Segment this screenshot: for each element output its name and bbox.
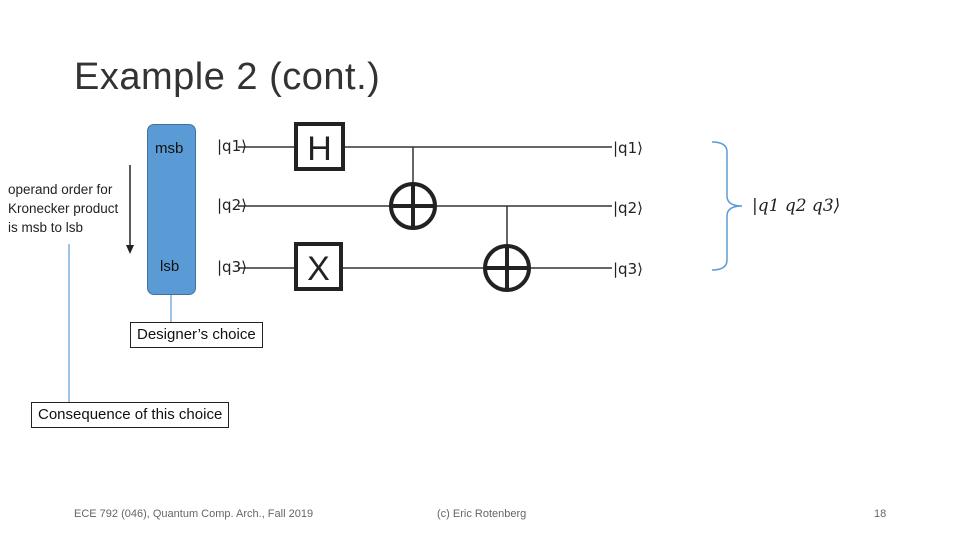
- designer-choice-callout: Designer’s choice: [130, 322, 263, 348]
- footer-course: ECE 792 (046), Quantum Comp. Arch., Fall…: [74, 508, 314, 520]
- slide-title: Example 2 (cont.): [74, 56, 381, 98]
- h-gate-label: H: [307, 130, 332, 168]
- output-brace: [711, 141, 743, 271]
- kronecker-order-note: operand order for Kronecker product is m…: [8, 180, 118, 237]
- consequence-callout: Consequence of this choice: [31, 402, 230, 428]
- output-ket-q3: |q3⟩: [613, 260, 643, 278]
- order-arrow-head: [126, 245, 134, 254]
- footer-author: (c) Eric Rotenberg: [437, 508, 527, 520]
- output-ket-q1: |q1⟩: [613, 139, 643, 157]
- input-ket-q3: |q3⟩: [217, 258, 247, 276]
- combined-state-ket: |q1 q2 q3⟩: [752, 196, 841, 216]
- page-number: 18: [874, 508, 887, 520]
- note-line: operand order for: [8, 182, 113, 197]
- note-line: Kronecker product: [8, 201, 119, 216]
- note-line: is msb to lsb: [8, 220, 84, 235]
- msb-label: msb: [155, 140, 184, 157]
- bit-order-bar: [147, 124, 196, 295]
- input-ket-q1: |q1⟩: [217, 137, 247, 155]
- h-gate-box: [294, 122, 345, 171]
- output-ket-q2: |q2⟩: [613, 199, 643, 217]
- input-ket-q2: |q2⟩: [217, 196, 247, 214]
- x-gate-box: [294, 242, 343, 291]
- x-gate-label: X: [307, 250, 330, 288]
- lsb-label: lsb: [160, 258, 180, 275]
